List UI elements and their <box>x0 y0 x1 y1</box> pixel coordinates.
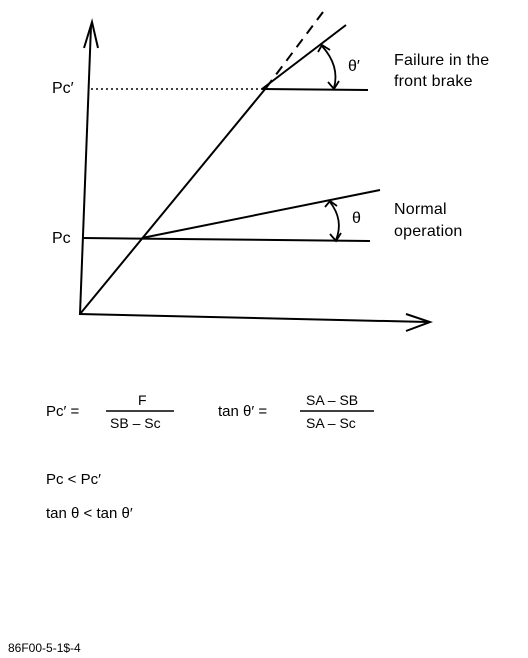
front-failure-line <box>79 87 267 315</box>
theta-arrowhead-top <box>324 199 338 208</box>
pc-prime-axis-label: Pc′ <box>52 80 74 97</box>
relation-pressure: Pc < Pc′ <box>46 471 101 488</box>
pc-axis-label: Pc <box>52 230 71 247</box>
pc-prime-level-line <box>261 88 369 91</box>
theta-arrowhead-bottom <box>329 232 342 243</box>
normal-operation-bent-line <box>141 189 381 239</box>
front-failure-bent-line <box>261 24 347 90</box>
x-axis <box>78 313 429 323</box>
theta-prime-arc <box>321 45 337 89</box>
theta-arc <box>329 201 340 241</box>
normal-label-line2: operation <box>394 223 463 240</box>
normal-label-line1: Normal <box>394 201 447 218</box>
eq1-lhs: Pc′ = <box>46 403 79 420</box>
relation-tangent: tan θ < tan θ′ <box>46 505 133 522</box>
figure-code: 86F00-5-1$-4 <box>8 641 81 655</box>
pc-level-line <box>81 237 371 242</box>
failure-label-line2: front brake <box>394 73 473 90</box>
theta-prime-arrowhead-top <box>317 43 331 53</box>
theta-prime-arrowhead-bottom <box>327 80 340 91</box>
y-axis-arrowhead <box>83 18 99 49</box>
y-axis <box>79 25 92 315</box>
eq1-numerator: F <box>138 392 147 408</box>
axes <box>78 18 433 332</box>
x-axis-arrowhead <box>405 313 433 332</box>
theta-label: θ <box>352 210 361 227</box>
eq2-numerator: SA – SB <box>306 392 358 408</box>
eq1-denominator: SB – Sc <box>110 415 161 431</box>
theta-prime-label: θ′ <box>348 58 360 75</box>
failure-label-line1: Failure in the <box>394 52 489 69</box>
eq2-lhs: tan θ′ = <box>218 403 267 420</box>
eq2-denominator: SA – Sc <box>306 415 356 431</box>
